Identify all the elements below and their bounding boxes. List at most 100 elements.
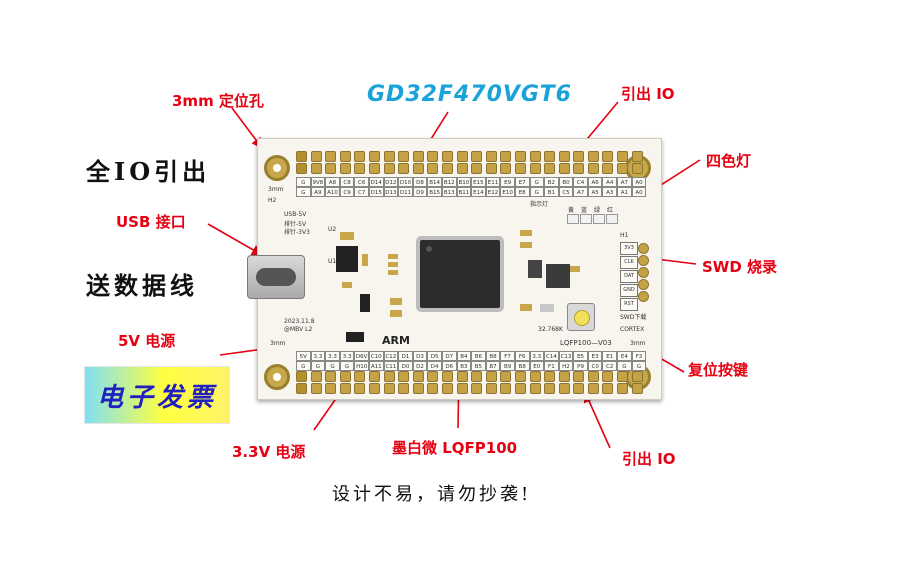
led-green bbox=[593, 214, 605, 224]
swd-pin-dat: DAT bbox=[620, 270, 638, 283]
pin-label: G bbox=[296, 187, 311, 197]
header-pin bbox=[558, 371, 570, 382]
swd-pad-2 bbox=[638, 255, 649, 266]
pin-label: A0 bbox=[631, 177, 647, 187]
e-invoice-logo-text: 电子发票 bbox=[96, 382, 217, 413]
pin-label: C11 bbox=[383, 361, 399, 371]
header-pin bbox=[631, 371, 643, 382]
pin-label: A3 bbox=[602, 187, 618, 197]
pin-label: B12 bbox=[441, 177, 457, 187]
swd-pin-rst: RST bbox=[620, 298, 638, 311]
silk-u2: U2 bbox=[328, 226, 337, 233]
pin-label: H10 bbox=[354, 361, 369, 371]
header-pin bbox=[354, 163, 366, 174]
silk-rev: @MBV L2 bbox=[284, 326, 313, 333]
pin-label: E12 bbox=[485, 187, 501, 197]
pin-label: B11 bbox=[456, 187, 472, 197]
pin-label: E10 bbox=[500, 187, 515, 197]
silk-usb-5v: USB-5V bbox=[284, 211, 307, 218]
callout-33v: 3.3V 电源 bbox=[232, 443, 306, 461]
header-pin bbox=[485, 151, 497, 162]
led-color-yellow: 黄 bbox=[568, 207, 575, 214]
pin-label: C12 bbox=[383, 351, 399, 361]
header-pin bbox=[339, 371, 351, 382]
header-pin bbox=[631, 151, 643, 162]
pin-label: C6 bbox=[354, 177, 369, 187]
pin-label: A8 bbox=[325, 177, 340, 187]
pin-label: G bbox=[310, 361, 326, 371]
header-pin bbox=[427, 163, 439, 174]
callout-swd: SWD 烧录 bbox=[702, 258, 778, 276]
header-pin bbox=[368, 163, 380, 174]
header-pin bbox=[573, 383, 585, 394]
header-pin bbox=[617, 371, 629, 382]
pin-label: P9 bbox=[573, 361, 588, 371]
silk-pin-3v3: 排针-3V3 bbox=[284, 229, 310, 236]
callout-reset: 复位按键 bbox=[688, 361, 749, 379]
pin-label: B7 bbox=[485, 361, 501, 371]
header-pin bbox=[296, 371, 307, 382]
header-pin bbox=[617, 383, 629, 394]
led-yellow bbox=[567, 214, 579, 224]
header-pin bbox=[500, 151, 512, 162]
cap-c9 bbox=[390, 298, 402, 305]
pin-label: A4 bbox=[602, 177, 618, 187]
header-pin bbox=[529, 371, 541, 382]
led-blue bbox=[580, 214, 592, 224]
pin-label: B1 bbox=[544, 187, 559, 197]
pin-label: B5 bbox=[471, 361, 486, 371]
silk-version: LQFP100—V03 bbox=[560, 339, 612, 347]
header-pin bbox=[587, 163, 599, 174]
pin-label: A9 bbox=[310, 187, 326, 197]
header-pin bbox=[617, 151, 629, 162]
header-pin bbox=[368, 151, 380, 162]
pin-label: A5 bbox=[587, 187, 603, 197]
header-pin bbox=[456, 163, 468, 174]
swd-pad-3 bbox=[638, 267, 649, 278]
pin-label: C13 bbox=[558, 351, 574, 361]
pin-label: B9 bbox=[500, 361, 515, 371]
led-color-red: 红 bbox=[607, 207, 614, 214]
callout-usb: USB 接口 bbox=[116, 213, 186, 231]
pin-label: D6 bbox=[441, 361, 457, 371]
header-pin bbox=[587, 151, 599, 162]
callout-5v: 5V 电源 bbox=[118, 332, 176, 350]
pin-label: B8 bbox=[485, 351, 501, 361]
header-pin bbox=[514, 151, 526, 162]
res-r21 bbox=[520, 242, 532, 248]
pin-label: C0 bbox=[587, 361, 603, 371]
header-pin bbox=[456, 371, 468, 382]
pin-label: A6 bbox=[587, 177, 603, 187]
crystal-x1 bbox=[528, 260, 542, 278]
header-pin bbox=[339, 151, 351, 162]
callout-four-led: 四色灯 bbox=[706, 152, 752, 170]
silk-date: 2023.11.8 bbox=[284, 318, 315, 325]
pin-label: 3.3 bbox=[325, 351, 340, 361]
pin-label: B15 bbox=[427, 187, 442, 197]
footer-note: 设计不易，请勿抄袭! bbox=[332, 484, 532, 505]
usb-c-connector bbox=[247, 255, 305, 299]
pin-label: C8 bbox=[339, 177, 355, 187]
pin-label: C9 bbox=[339, 187, 355, 197]
header-pin bbox=[471, 163, 483, 174]
pin-label: E11 bbox=[485, 177, 501, 187]
pin-label: C7 bbox=[354, 187, 369, 197]
chip-title: GD32F470VGT6 bbox=[367, 82, 572, 107]
arrow-io-bottom bbox=[583, 390, 611, 449]
pin-label: D0 bbox=[398, 361, 413, 371]
header-pin bbox=[587, 371, 599, 382]
pin-label: E9 bbox=[500, 177, 515, 187]
pin-label: E1 bbox=[602, 351, 618, 361]
cap-c4 bbox=[342, 282, 352, 288]
pin-label: A10 bbox=[325, 187, 340, 197]
silk-cortex: CORTEX bbox=[620, 326, 645, 333]
pin-label: B3 bbox=[456, 361, 472, 371]
header-pin bbox=[427, 383, 439, 394]
reset-button[interactable] bbox=[567, 303, 595, 331]
pin-label: G bbox=[296, 361, 311, 371]
pin-label: D5 bbox=[427, 351, 442, 361]
header-pin bbox=[441, 383, 453, 394]
